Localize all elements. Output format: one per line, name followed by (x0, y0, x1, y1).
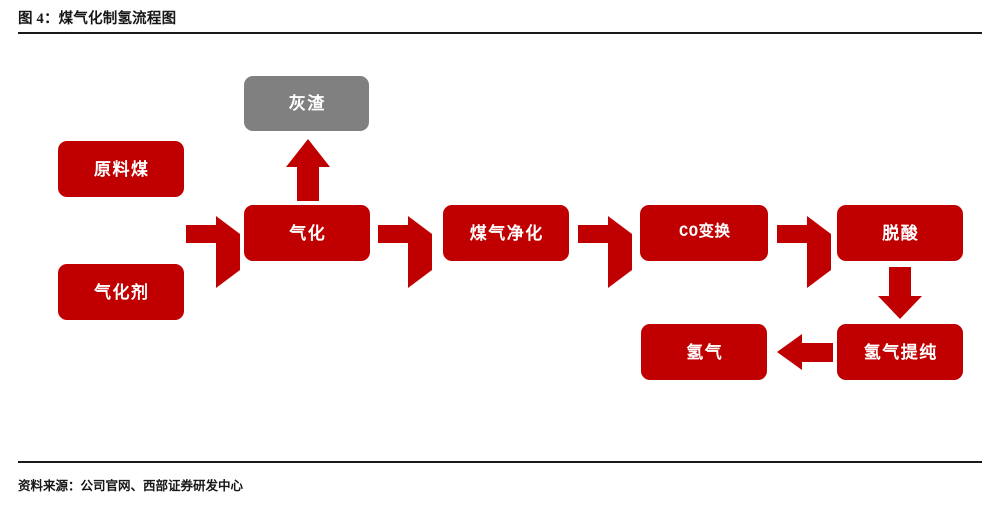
flow-node-raw-coal: 原料煤 (58, 141, 184, 197)
arrow-head-icon (777, 334, 802, 370)
arrow-shaft (378, 225, 408, 243)
title-divider (18, 32, 982, 34)
flow-arrow-gasification-to-ash (286, 139, 330, 201)
flow-arrow-gasification-to-purify (378, 216, 432, 288)
flow-arrow-hydrogen-purify-to-h2 (777, 334, 833, 371)
source-note: 资料来源：公司官网、西部证券研发中心 (18, 479, 244, 493)
flow-arrow-purify-to-shift (578, 216, 632, 288)
arrow-head-icon (286, 139, 330, 167)
flow-node-label: 脱酸 (882, 223, 920, 243)
flow-arrow-deacid-to-hydrogen-purify (878, 267, 922, 319)
page-title: 图 4：煤气化制氢流程图 (18, 11, 177, 27)
flow-node-label: 氢气 (686, 342, 724, 362)
flow-node-label: 氢气提纯 (863, 342, 938, 362)
flow-node-gas-purification: 煤气净化 (443, 205, 569, 261)
flow-arrow-shift-to-deacid (777, 216, 831, 288)
flow-node-deacidification: 脱酸 (837, 205, 963, 261)
arrow-head-icon (807, 216, 831, 288)
flow-node-co-shift: CO变换 (640, 205, 768, 261)
flow-node-hydrogen-purify: 氢气提纯 (837, 324, 963, 380)
arrow-head-icon (408, 216, 432, 288)
footer-divider (18, 461, 982, 463)
arrow-shaft (186, 225, 216, 243)
flow-node-label: 灰渣 (288, 94, 326, 113)
flow-node-label: CO变换 (678, 223, 731, 242)
flow-node-hydrogen: 氢气 (641, 324, 767, 380)
flow-node-label: 气化剂 (94, 282, 150, 302)
arrow-shaft (578, 225, 608, 243)
process-flow-diagram: 原料煤气化剂 灰渣气化 煤气净化 CO变换 脱酸氢气提纯 氢气 (0, 34, 1000, 459)
arrow-head-icon (216, 216, 240, 288)
arrow-shaft (802, 343, 833, 362)
arrow-head-icon (608, 216, 632, 288)
flow-node-label: 气化 (289, 223, 327, 243)
flow-node-label: 原料煤 (94, 159, 150, 179)
arrow-shaft (889, 267, 911, 296)
arrow-head-icon (878, 296, 922, 319)
arrow-shaft (777, 225, 807, 243)
arrow-shaft (297, 167, 319, 201)
flow-node-ash-slag: 灰渣 (244, 76, 369, 131)
flow-node-gasifying-agent: 气化剂 (58, 264, 184, 320)
flow-node-label: 煤气净化 (469, 223, 544, 243)
flow-node-gasification: 气化 (244, 205, 370, 261)
flow-arrow-feed-to-gasification (186, 216, 240, 288)
